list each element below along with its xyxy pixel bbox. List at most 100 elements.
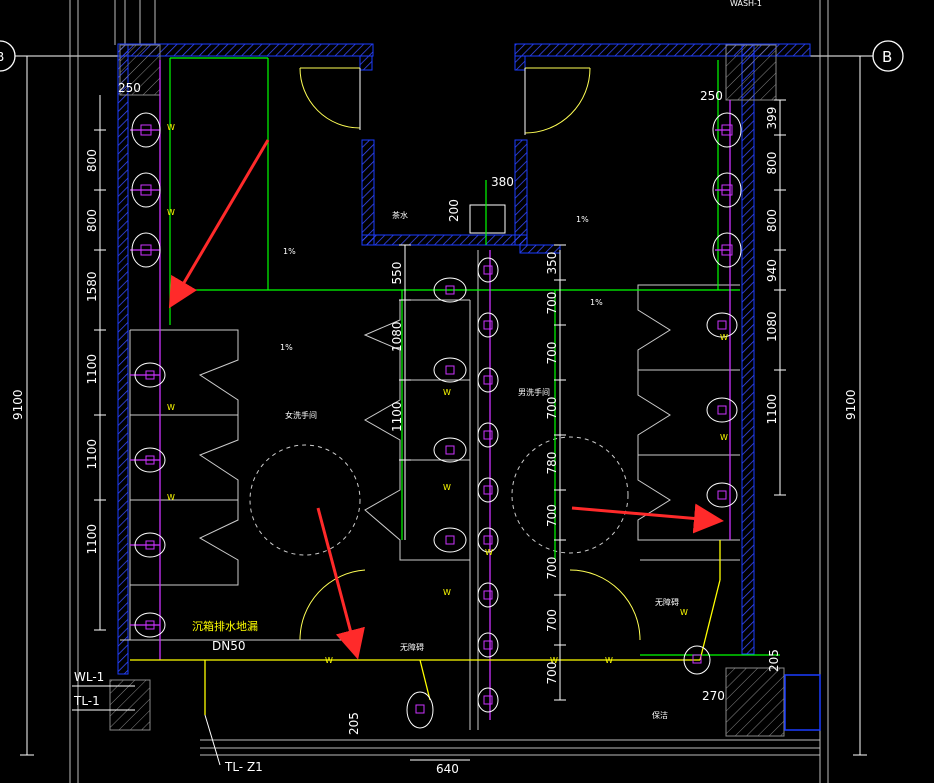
toilet bbox=[134, 532, 166, 558]
dimensions-left: 800 800 1580 1100 1100 1100 bbox=[85, 95, 106, 631]
pipe-w-marker: W bbox=[167, 208, 175, 217]
pipe-w-marker: W bbox=[443, 388, 451, 397]
wash-basin bbox=[131, 112, 161, 148]
svg-text:B: B bbox=[0, 50, 4, 64]
dim-250-left: 250 bbox=[118, 81, 141, 95]
tea-room: 茶水 bbox=[392, 204, 506, 234]
pipe-w-marker: W bbox=[680, 608, 688, 617]
pipe-w-marker: W bbox=[720, 433, 728, 442]
pipe-w-marker: W bbox=[443, 483, 451, 492]
dim-text: 1100 bbox=[765, 394, 779, 425]
toilet bbox=[706, 312, 738, 338]
dim-text: 1100 bbox=[390, 401, 404, 432]
label-janitor: 保洁 bbox=[652, 710, 668, 720]
pipe-w-marker: W bbox=[167, 123, 175, 132]
dim-text: 700 bbox=[545, 557, 559, 580]
toilet-accessible bbox=[683, 645, 711, 675]
dim-text: 800 bbox=[85, 149, 99, 172]
pipe-w-marker: W bbox=[443, 588, 451, 597]
dim-text: 800 bbox=[85, 209, 99, 232]
toilet bbox=[706, 397, 738, 423]
pipe-labels: WL-1 TL-1 TL- Z1 沉箱排水地漏 DN50 女洗手间 男洗手间 无… bbox=[72, 0, 762, 774]
pipe-w-marker: W bbox=[167, 403, 175, 412]
dim-380: 380 bbox=[491, 175, 514, 189]
urinal bbox=[477, 312, 499, 338]
water-supply-lines bbox=[169, 57, 780, 656]
dim-text: 800 bbox=[765, 152, 779, 175]
pipe-w-marker: W bbox=[550, 656, 558, 665]
dim-text: 1080 bbox=[390, 321, 404, 352]
dim-text: 800 bbox=[765, 209, 779, 232]
dim-text: 399 bbox=[765, 107, 779, 130]
dim-205-right: 205 bbox=[767, 649, 781, 672]
dim-text: 700 bbox=[545, 397, 559, 420]
dim-text: 1580 bbox=[85, 271, 99, 302]
urinal bbox=[477, 422, 499, 448]
pipe-w-marker: W bbox=[720, 333, 728, 342]
urinal bbox=[477, 367, 499, 393]
wash-basin bbox=[131, 172, 161, 208]
urinal bbox=[477, 257, 499, 283]
dim-200: 200 bbox=[447, 199, 461, 222]
toilet bbox=[706, 482, 738, 508]
toilet bbox=[433, 357, 467, 383]
toilet bbox=[433, 437, 467, 463]
svg-text:9100: 9100 bbox=[11, 389, 25, 420]
label-men-washroom: 男洗手间 bbox=[518, 387, 550, 397]
dim-250-right: 250 bbox=[700, 89, 723, 103]
wash-basin bbox=[712, 232, 742, 268]
dim-270: 270 bbox=[702, 689, 725, 703]
overall-dimension-right: 9100 bbox=[844, 55, 867, 756]
dim-text: 700 bbox=[545, 504, 559, 527]
stalls-women bbox=[129, 329, 239, 640]
annotation-arrows bbox=[168, 139, 724, 660]
urinal bbox=[477, 582, 499, 608]
dim-text: 700 bbox=[545, 662, 559, 685]
wash-basin bbox=[712, 172, 742, 208]
label-slope-2: 1% bbox=[280, 343, 293, 352]
toilet bbox=[134, 447, 166, 473]
dim-text: 1100 bbox=[85, 354, 99, 385]
urinal-dividers bbox=[120, 250, 740, 730]
pipe-w-marker: W bbox=[605, 656, 613, 665]
walls bbox=[109, 43, 821, 737]
dim-text: 700 bbox=[545, 292, 559, 315]
urinal bbox=[477, 687, 499, 713]
urinal bbox=[477, 527, 499, 553]
toilet bbox=[433, 527, 467, 553]
toilet-accessible bbox=[406, 691, 434, 729]
label-dn50: DN50 bbox=[212, 639, 246, 653]
label-tl1: TL-1 bbox=[73, 694, 100, 708]
wash-basin bbox=[131, 232, 161, 268]
grid-axis-left: B bbox=[0, 40, 120, 72]
urinal bbox=[477, 477, 499, 503]
svg-text:9100: 9100 bbox=[844, 389, 858, 420]
stalls-center bbox=[363, 299, 470, 561]
dim-text: 1100 bbox=[85, 524, 99, 555]
label-accessible-right: 无障碍 bbox=[655, 597, 679, 607]
label-slope-3: 1% bbox=[576, 215, 589, 224]
svg-text:B: B bbox=[882, 48, 892, 66]
label-floor-drain: 沉箱排水地漏 bbox=[192, 619, 258, 633]
stalls-men bbox=[637, 284, 740, 541]
toilet bbox=[433, 277, 467, 303]
dim-text: 1100 bbox=[85, 439, 99, 470]
dim-205-bottom: 205 bbox=[347, 712, 361, 735]
svg-text:茶水: 茶水 bbox=[392, 210, 408, 220]
wash-basin bbox=[712, 112, 742, 148]
label-accessible-left: 无障碍 bbox=[400, 642, 424, 652]
dim-text: 780 bbox=[545, 452, 559, 475]
dim-text: 700 bbox=[545, 609, 559, 632]
label-tlz1: TL- Z1 bbox=[224, 760, 263, 774]
dim-640: 640 bbox=[436, 762, 459, 776]
turning-circles bbox=[249, 436, 629, 556]
pipe-w-marker: W bbox=[485, 548, 493, 557]
dim-text: 940 bbox=[765, 259, 779, 282]
overall-dimension-left: 9100 bbox=[11, 55, 34, 756]
pipe-w-marker: W bbox=[167, 493, 175, 502]
dim-text: 700 bbox=[545, 342, 559, 365]
